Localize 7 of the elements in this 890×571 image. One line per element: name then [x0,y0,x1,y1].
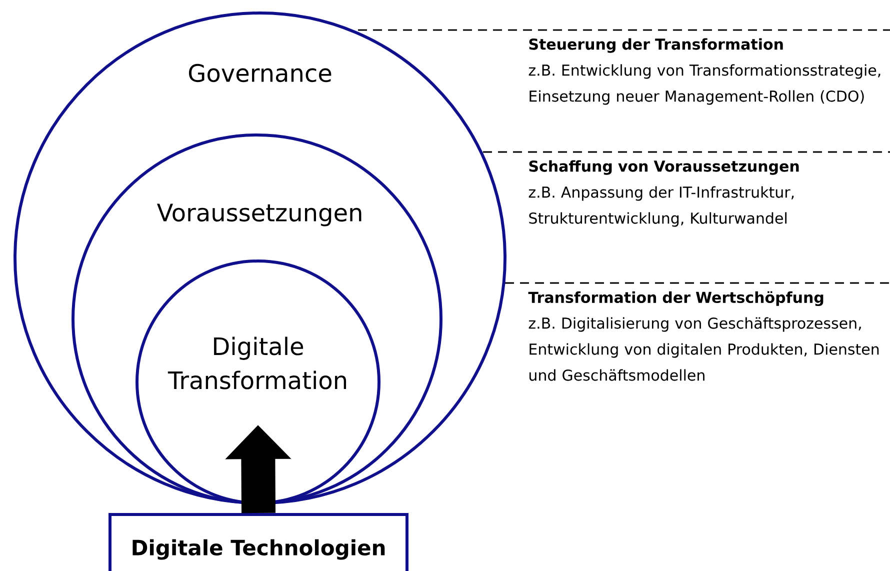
heading: Schaffung von Voraussetzungen [529,160,799,175]
heading: Transformation der Wertschöpfung [528,291,824,306]
description: z.B. Entwicklung von Transformationsstrategie, Einsetzung neuer Management-Rollen (CDO) [528,64,880,105]
description: z.B. Anpassung der IT-Infrastruktur, Strukturentwicklung, Kulturwandel [528,186,794,227]
description: z.B. Digitalisierung von Geschäftsprozessen, Entwicklung von digitalen Produkten, Diensten und Geschäftsmodellen [528,317,879,381]
heading: Steuerung der Transformation [529,38,783,53]
text-box: Digitale Technologien [108,513,408,571]
